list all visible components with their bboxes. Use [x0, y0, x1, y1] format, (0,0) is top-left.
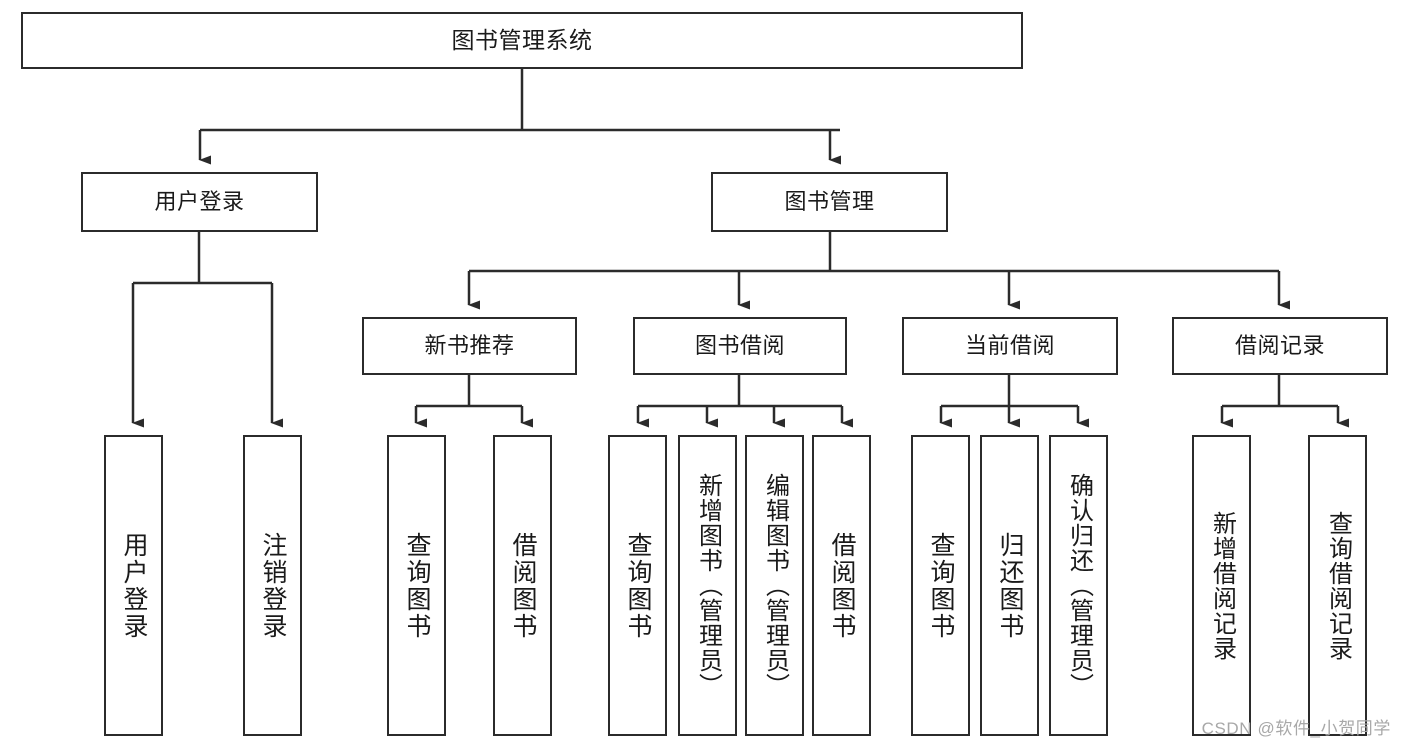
node-label: 用户登录 [120, 531, 148, 640]
leaf-add-book-admin[interactable]: 新增图书（管理员） [678, 435, 737, 736]
node-label: 注销登录 [259, 531, 287, 640]
node-label: 当前借阅 [964, 333, 1055, 359]
node-user-login[interactable]: 用户登录 [81, 172, 318, 232]
node-label: 图书管理 [784, 189, 875, 215]
node-label: 编辑图书（管理员） [761, 473, 789, 698]
leaf-return-book[interactable]: 归还图书 [980, 435, 1039, 736]
leaf-query-borrow-record[interactable]: 查询借阅记录 [1308, 435, 1367, 736]
node-current-borrowing[interactable]: 当前借阅 [902, 317, 1118, 375]
node-borrow-records[interactable]: 借阅记录 [1172, 317, 1388, 375]
node-label: 图书管理系统 [451, 26, 593, 53]
node-label: 查询图书 [927, 531, 955, 640]
node-book-borrowing[interactable]: 图书借阅 [633, 317, 847, 375]
leaf-query-book-current[interactable]: 查询图书 [911, 435, 970, 736]
node-label: 借阅图书 [509, 531, 537, 640]
node-label: 查询图书 [403, 531, 431, 640]
node-label: 借阅图书 [828, 531, 856, 640]
leaf-edit-book-admin[interactable]: 编辑图书（管理员） [745, 435, 804, 736]
node-label: 查询图书 [624, 531, 652, 640]
watermark-text: CSDN @软件_小贺同学 [1201, 719, 1391, 738]
node-label: 新增图书（管理员） [694, 473, 722, 698]
leaf-confirm-return-admin[interactable]: 确认归还（管理员） [1049, 435, 1108, 736]
leaf-query-book-recommend[interactable]: 查询图书 [387, 435, 446, 736]
node-book-management[interactable]: 图书管理 [711, 172, 948, 232]
leaf-user-login[interactable]: 用户登录 [104, 435, 163, 736]
node-label: 查询借阅记录 [1324, 510, 1352, 661]
node-new-book-recommendation[interactable]: 新书推荐 [362, 317, 577, 375]
leaf-add-borrow-record[interactable]: 新增借阅记录 [1192, 435, 1251, 736]
node-label: 用户登录 [154, 189, 245, 215]
node-root-book-management-system[interactable]: 图书管理系统 [21, 12, 1023, 69]
node-label: 新书推荐 [424, 333, 515, 359]
node-label: 归还图书 [996, 531, 1024, 640]
leaf-borrow-book-recommend[interactable]: 借阅图书 [493, 435, 552, 736]
leaf-borrow-book[interactable]: 借阅图书 [812, 435, 871, 736]
node-label: 确认归还（管理员） [1065, 473, 1093, 698]
leaf-query-book-borrow[interactable]: 查询图书 [608, 435, 667, 736]
node-label: 图书借阅 [694, 333, 785, 359]
node-label: 借阅记录 [1234, 333, 1325, 359]
leaf-logout[interactable]: 注销登录 [243, 435, 302, 736]
node-label: 新增借阅记录 [1208, 510, 1236, 661]
